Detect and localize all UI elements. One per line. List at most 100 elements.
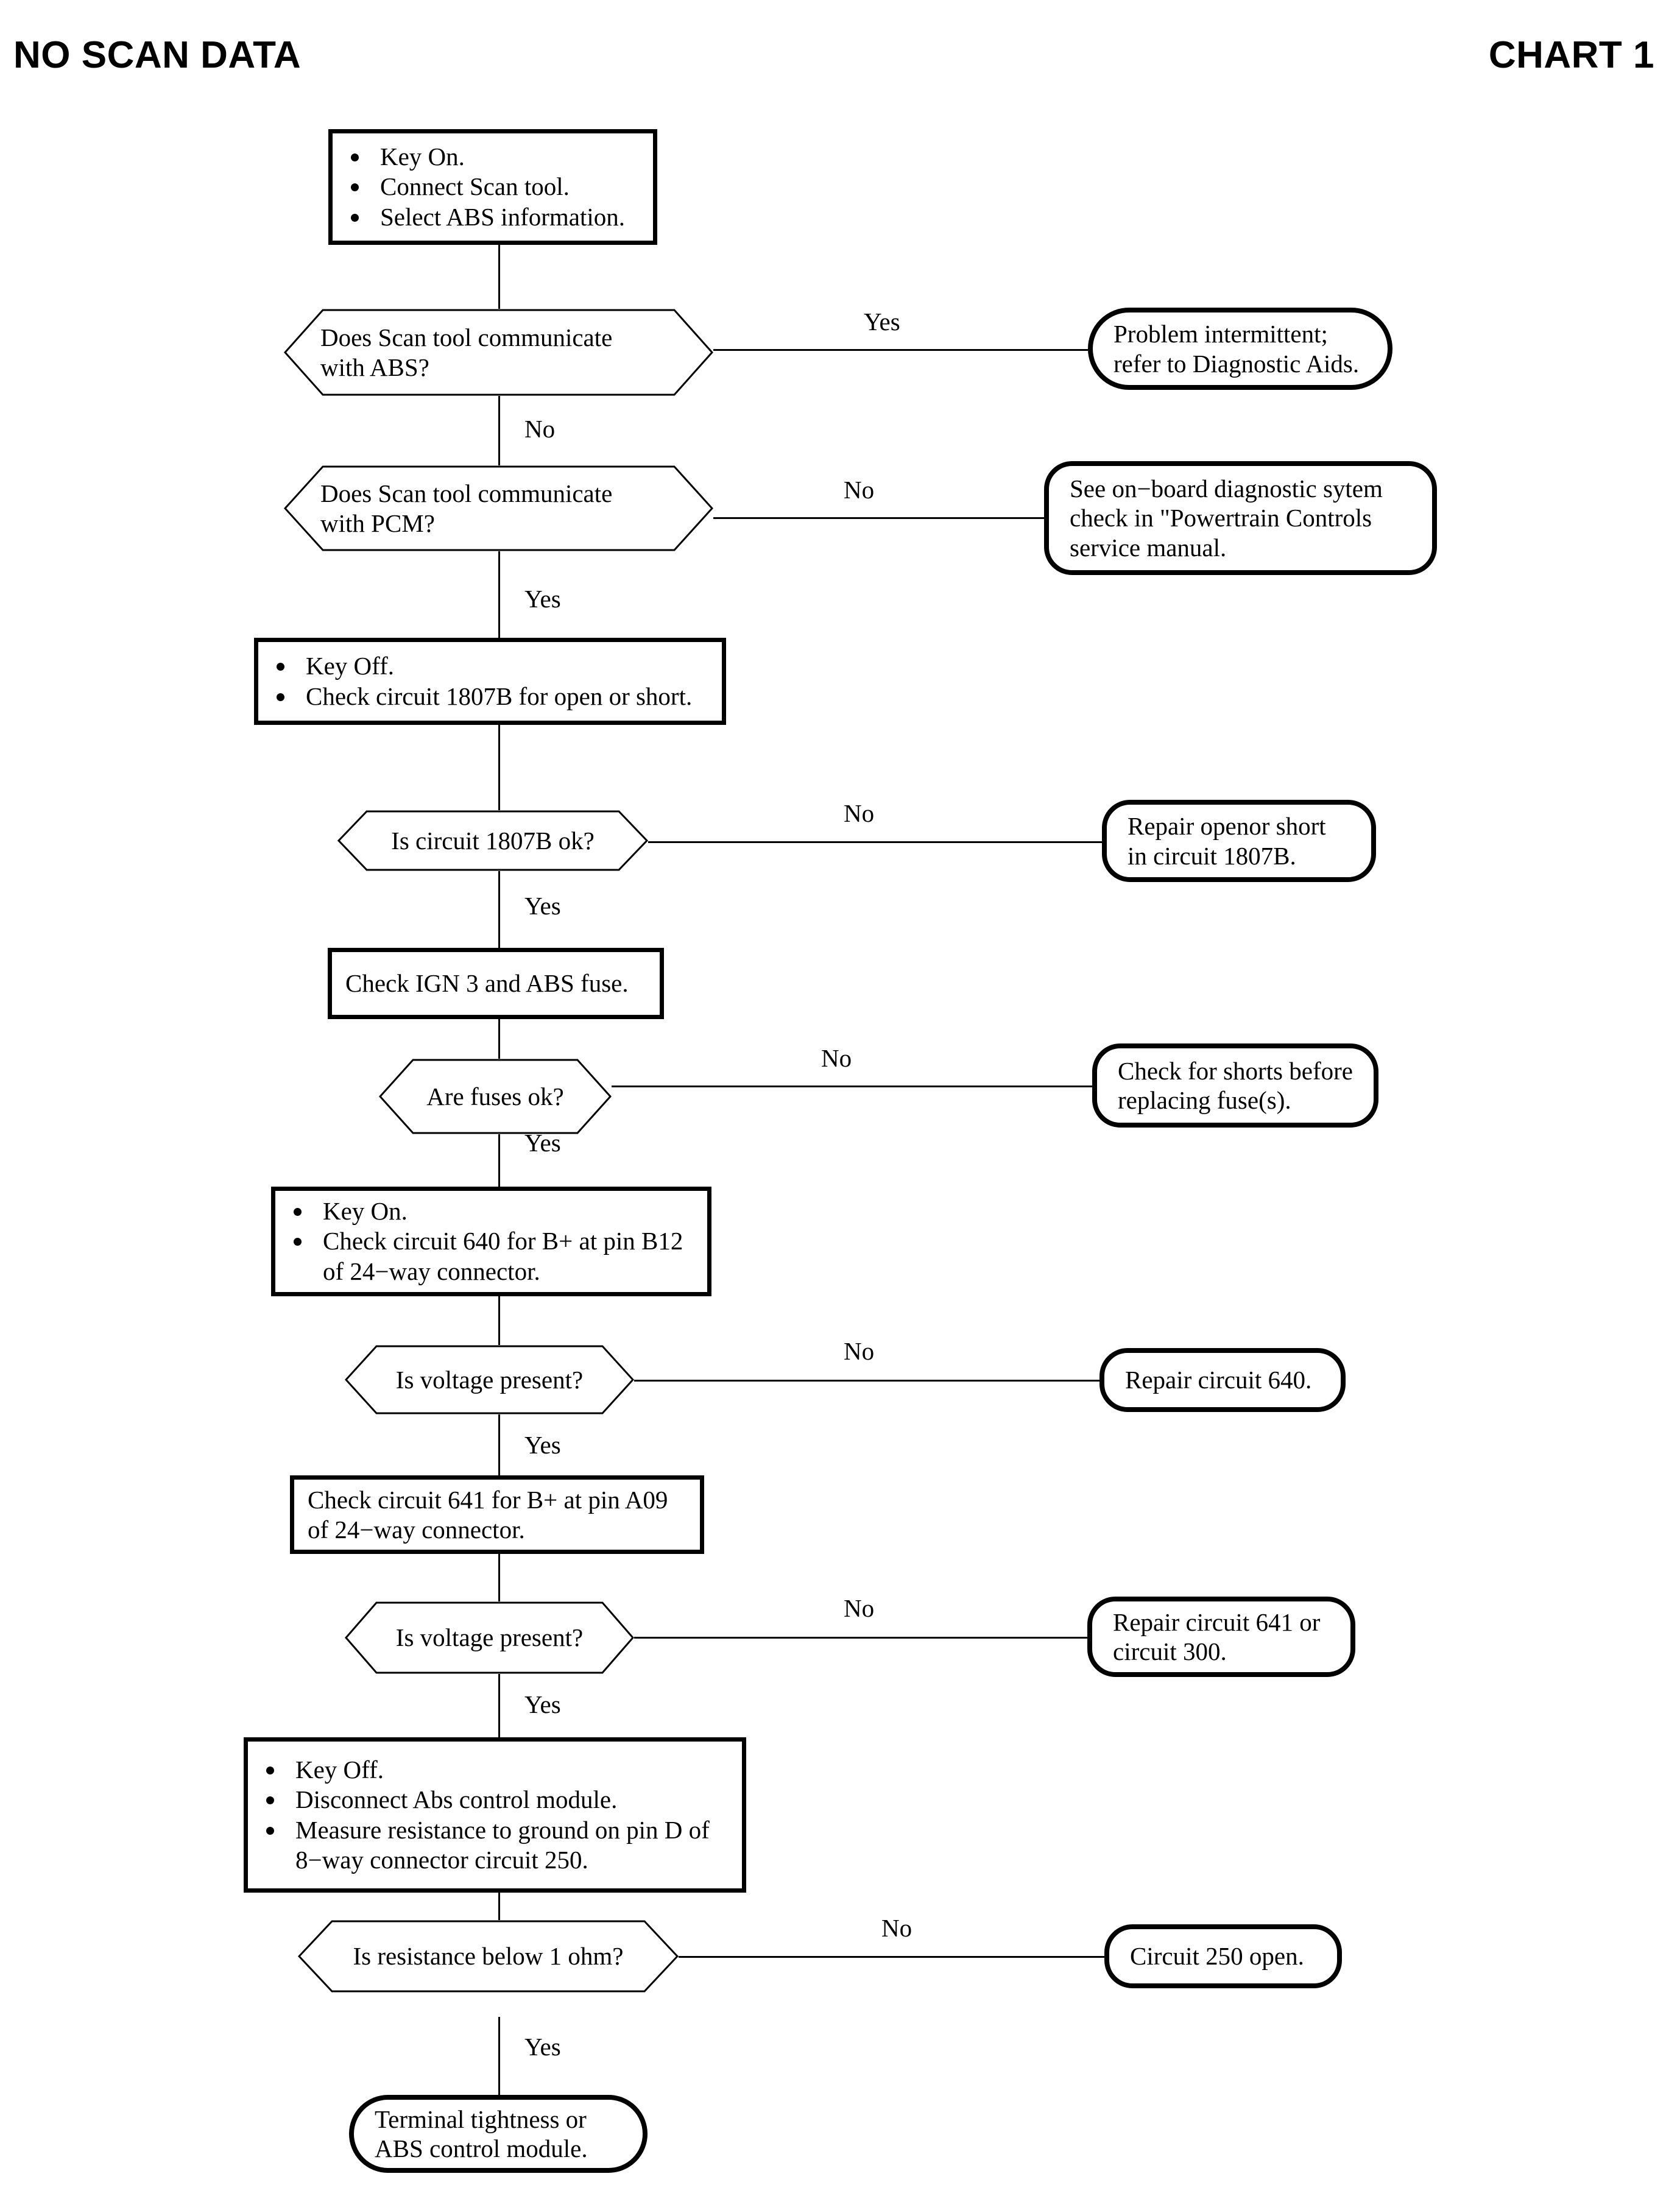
hexagon-shape (284, 309, 713, 396)
decision-label: Is voltage present? (395, 1365, 584, 1394)
edge-label-volt641-no: No (844, 1594, 875, 1622)
list-item: Key On. (351, 142, 653, 172)
branch-res-no (678, 1956, 1104, 1958)
terminal-label: Circuit 250 open. (1130, 1942, 1304, 1971)
process-check-circuit-640[interactable]: Key On. Check circuit 640 for B+ at pin … (271, 1187, 711, 1296)
edge-label-res-yes: Yes (524, 2033, 561, 2061)
list-item: Key Off. (277, 651, 722, 681)
edge-label-res-no: No (881, 1914, 912, 1942)
edge-label-fuses-no: No (821, 1044, 852, 1072)
bullet-list: Key On. Connect Scan tool. Select ABS in… (333, 142, 653, 232)
terminal-repair-circuit-641-300[interactable]: Repair circuit 641 or circuit 300. (1087, 1597, 1355, 1677)
decision-text-wrap: Does Scan tool communicate with PCM? (284, 465, 713, 551)
edge-label-pcm-no: No (844, 476, 875, 504)
hexagon-outline-icon (345, 1345, 634, 1414)
hexagon-outline-icon (284, 465, 713, 551)
branch-1807b-no (648, 841, 1102, 843)
bullet-list: Key On. Check circuit 640 for B+ at pin … (275, 1196, 707, 1287)
decision-text-wrap: Are fuses ok? (379, 1059, 612, 1134)
process-label: Check IGN 3 and ABS fuse. (345, 969, 629, 998)
hexagon-outline-icon (379, 1059, 612, 1134)
connector-decres-to-final (498, 2017, 500, 2095)
process-check-ign3-abs-fuse[interactable]: Check IGN 3 and ABS fuse. (328, 948, 664, 1019)
process-label: Check circuit 641 for B+ at pin A09 of 2… (308, 1486, 668, 1544)
list-item: Key On. (294, 1196, 707, 1226)
decision-text-wrap: Is resistance below 1 ohm? (298, 1920, 679, 1993)
hexagon-shape (298, 1920, 679, 1993)
edge-label-pcm-yes: Yes (524, 585, 561, 613)
page-title: NO SCAN DATA (13, 34, 302, 76)
connector-start-to-dec-abs (498, 245, 500, 309)
decision-voltage-present-641[interactable]: Is voltage present? (345, 1601, 634, 1674)
decision-label: Does Scan tool communicate with PCM? (320, 479, 613, 537)
branch-fuses-no (611, 1086, 1092, 1087)
edge-label-1807b-no: No (844, 799, 875, 827)
edge-label-volt640-yes: Yes (524, 1431, 561, 1459)
decision-label: Does Scan tool communicate with ABS? (320, 323, 613, 381)
edge-label-abs-yes: Yes (864, 308, 900, 336)
decision-text-wrap: Is voltage present? (345, 1601, 634, 1674)
hexagon-shape (379, 1059, 612, 1134)
decision-voltage-present-640[interactable]: Is voltage present? (345, 1345, 634, 1414)
process-check-circuit-641[interactable]: Check circuit 641 for B+ at pin A09 of 2… (290, 1475, 704, 1554)
terminal-label: Terminal tightness or ABS control module… (375, 2105, 588, 2162)
list-item: Disconnect Abs control module. (266, 1785, 742, 1815)
terminal-label: Repair openor short in circuit 1807B. (1128, 812, 1326, 870)
connector-volt641-to-procres (498, 1674, 500, 1737)
process-check-circuit-1807b[interactable]: Key Off. Check circuit 1807B for open or… (254, 638, 726, 725)
hexagon-shape (345, 1601, 634, 1674)
decision-label: Are fuses ok? (426, 1082, 564, 1110)
decision-label: Is resistance below 1 ohm? (353, 1942, 624, 1971)
terminal-repair-circuit-640[interactable]: Repair circuit 640. (1099, 1348, 1346, 1412)
process-start-box[interactable]: Key On. Connect Scan tool. Select ABS in… (328, 129, 657, 245)
terminal-circuit-250-open[interactable]: Circuit 250 open. (1104, 1924, 1342, 1988)
terminal-label: Problem intermittent; refer to Diagnosti… (1114, 320, 1360, 378)
hexagon-shape (345, 1345, 634, 1414)
hexagon-shape (284, 465, 713, 551)
decision-text-wrap: Is voltage present? (345, 1345, 634, 1414)
hexagon-outline-icon (345, 1601, 634, 1674)
decision-circuit-1807b-ok[interactable]: Is circuit 1807B ok? (337, 810, 648, 871)
terminal-check-shorts[interactable]: Check for shorts before replacing fuse(s… (1092, 1043, 1378, 1128)
connector-proc640-to-volt640 (498, 1296, 500, 1361)
branch-volt641-no (634, 1637, 1087, 1639)
branch-abs-yes (713, 349, 1088, 351)
hexagon-outline-icon (337, 810, 648, 871)
connector-fuses-to-proc640 (498, 1134, 500, 1187)
terminal-see-onboard-diagnostic[interactable]: See on−board diagnostic sytem check in "… (1044, 461, 1437, 575)
edge-label-volt640-no: No (844, 1337, 875, 1365)
hexagon-outline-icon (298, 1920, 679, 1993)
process-measure-resistance[interactable]: Key Off. Disconnect Abs control module. … (244, 1737, 746, 1893)
bullet-list: Key Off. Disconnect Abs control module. … (248, 1755, 742, 1875)
list-item: Check circuit 640 for B+ at pin B12 of 2… (294, 1226, 707, 1286)
terminal-label: Repair circuit 640. (1125, 1366, 1312, 1394)
terminal-label: See on−board diagnostic sytem check in "… (1070, 474, 1383, 562)
decision-resistance-below-1-ohm[interactable]: Is resistance below 1 ohm? (298, 1920, 679, 1993)
decision-label: Is circuit 1807B ok? (391, 826, 595, 855)
process-text-wrap: Check IGN 3 and ABS fuse. (332, 969, 660, 998)
terminal-label: Check for shorts before replacing fuse(s… (1118, 1056, 1353, 1114)
connector-proc641-to-volt641 (498, 1554, 500, 1621)
list-item: Key Off. (266, 1755, 742, 1785)
terminal-terminal-tightness[interactable]: Terminal tightness or ABS control module… (349, 2095, 648, 2173)
branch-volt640-no (634, 1380, 1099, 1382)
decision-label: Is voltage present? (395, 1623, 584, 1652)
edge-label-volt641-yes: Yes (524, 1690, 561, 1718)
decision-scan-tool-pcm[interactable]: Does Scan tool communicate with PCM? (284, 465, 713, 551)
chart-number: CHART 1 (1488, 34, 1654, 76)
list-item: Check circuit 1807B for open or short. (277, 682, 722, 711)
branch-pcm-no (713, 517, 1044, 519)
terminal-problem-intermittent[interactable]: Problem intermittent; refer to Diagnosti… (1088, 308, 1392, 390)
list-item: Select ABS information. (351, 202, 653, 232)
list-item: Measure resistance to ground on pin D of… (266, 1815, 742, 1875)
hexagon-shape (337, 810, 648, 871)
connector-dec-pcm-to-proc-1807b (498, 551, 500, 638)
connector-ign3-to-fuses (498, 1019, 500, 1086)
decision-fuses-ok[interactable]: Are fuses ok? (379, 1059, 612, 1134)
terminal-label: Repair circuit 641 or circuit 300. (1113, 1608, 1321, 1665)
connector-dec-abs-to-dec-pcm (498, 396, 500, 465)
hexagon-outline-icon (284, 309, 713, 396)
terminal-repair-open-short-1807b[interactable]: Repair openor short in circuit 1807B. (1102, 800, 1376, 882)
decision-scan-tool-abs[interactable]: Does Scan tool communicate with ABS? (284, 309, 713, 396)
